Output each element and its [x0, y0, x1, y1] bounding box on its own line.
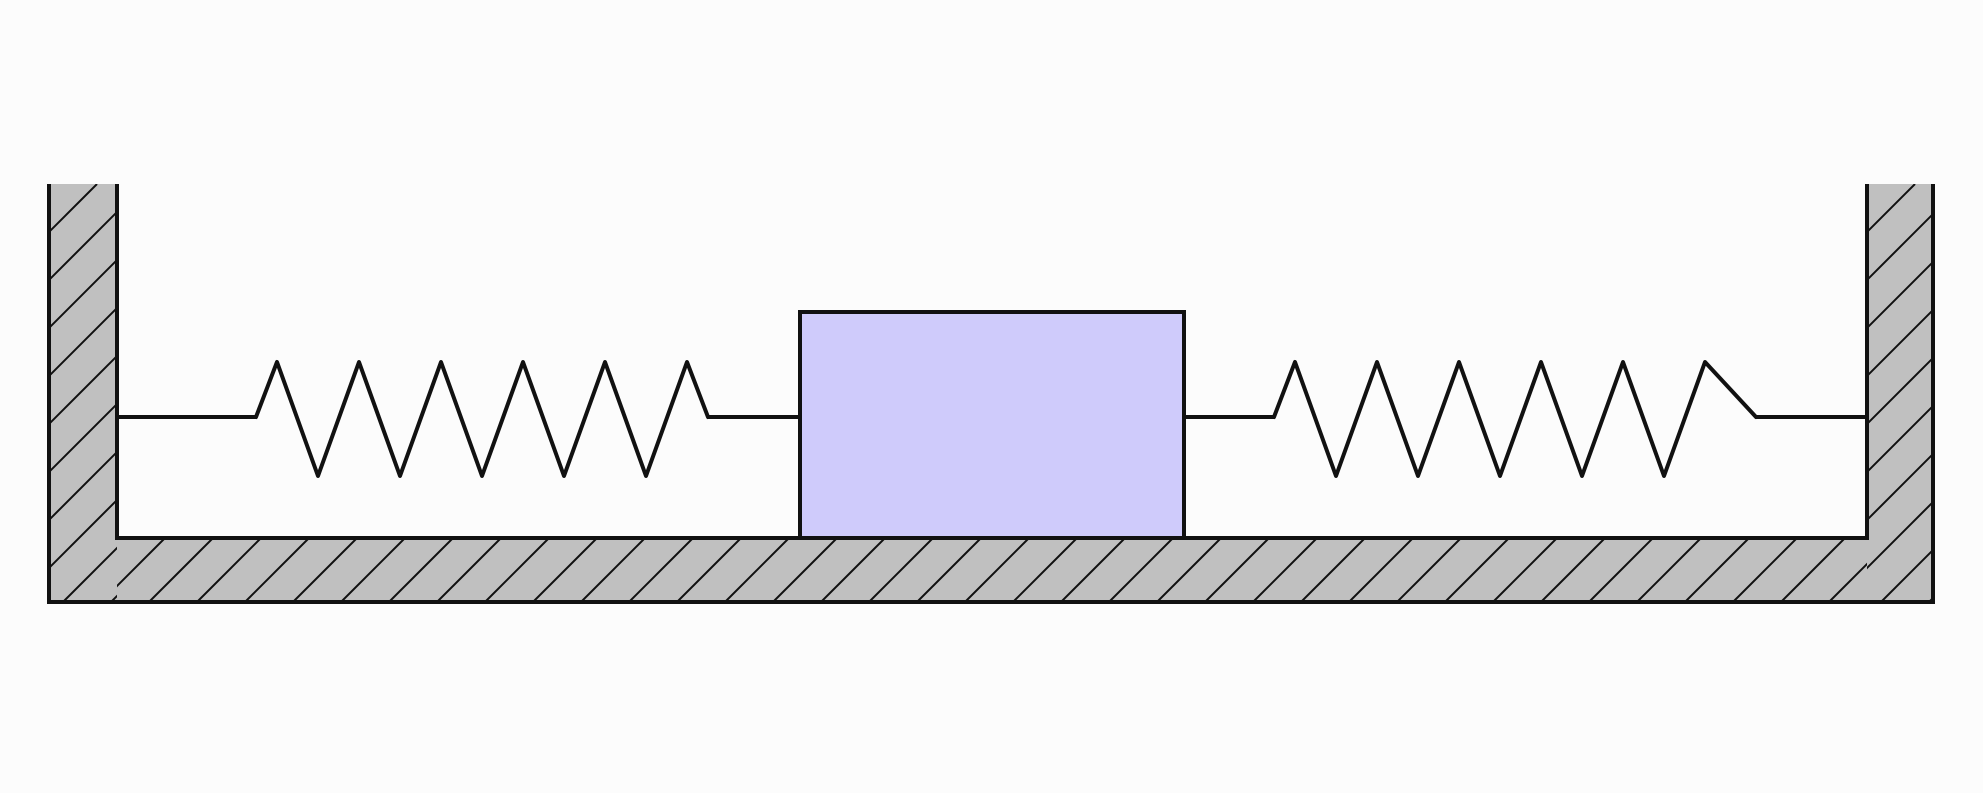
hatch-line	[148, 538, 214, 602]
right-wall	[1867, 184, 1983, 602]
hatch-line	[1540, 538, 1606, 602]
hatch-line	[1156, 538, 1222, 602]
hatch-line	[1684, 538, 1750, 602]
container-outline	[47, 184, 1935, 604]
hatch-line	[820, 538, 886, 602]
left-spring-coil	[254, 360, 710, 478]
hatch-line	[532, 538, 598, 602]
hatch-line	[292, 538, 358, 602]
hatch-line	[772, 538, 838, 602]
hatch-line	[1588, 538, 1654, 602]
left-wall	[49, 184, 117, 602]
hatch-line	[1444, 538, 1510, 602]
hatch-line	[1204, 538, 1270, 602]
floor	[117, 538, 1867, 602]
hatch-line	[484, 538, 550, 602]
hatch-line	[1396, 538, 1462, 602]
hatch-line	[1977, 184, 1983, 602]
hatch-line	[868, 538, 934, 602]
hatch-line	[1867, 356, 1933, 426]
hatch-line	[1928, 596, 1933, 602]
right-spring	[1184, 360, 1867, 478]
hatch-line	[388, 538, 454, 602]
hatch-line	[676, 538, 742, 602]
hatch-line	[580, 538, 646, 602]
hatch-line	[1348, 538, 1414, 602]
hatch-line	[1636, 538, 1702, 602]
hatch-line	[1732, 538, 1798, 602]
hatch-line	[628, 538, 694, 602]
hatch-line	[196, 538, 262, 602]
hatch-line	[49, 498, 117, 570]
left-wall-fill	[49, 184, 117, 602]
hatch-line	[49, 210, 117, 282]
right-wall-fill	[1867, 184, 1933, 602]
hatch-line	[1867, 500, 1933, 570]
hatch-line	[916, 538, 982, 602]
hatch-line	[964, 538, 1030, 602]
hatch-line	[436, 538, 502, 602]
right-wall-hatching	[1867, 184, 1983, 602]
floor-hatching	[117, 538, 1867, 602]
hatch-line	[724, 538, 790, 602]
hatch-line	[1252, 538, 1318, 602]
hatch-line	[1300, 538, 1366, 602]
left-spring	[117, 360, 800, 478]
floor-fill	[117, 538, 1867, 602]
hatch-line	[1108, 538, 1174, 602]
left-wall-hatching	[49, 184, 117, 602]
hatch-line	[1780, 538, 1846, 602]
hatch-line	[49, 354, 117, 426]
hatch-line	[244, 538, 310, 602]
hatch-line	[1492, 538, 1558, 602]
hatch-line	[49, 184, 50, 186]
hatch-line	[1867, 212, 1933, 282]
hatch-line	[1828, 562, 1867, 602]
hatch-line	[340, 538, 406, 602]
hatch-line	[1012, 538, 1078, 602]
hatch-line	[1060, 538, 1126, 602]
hatch-line	[117, 538, 166, 588]
block	[798, 310, 1186, 540]
right-spring-coil	[1272, 360, 1758, 478]
